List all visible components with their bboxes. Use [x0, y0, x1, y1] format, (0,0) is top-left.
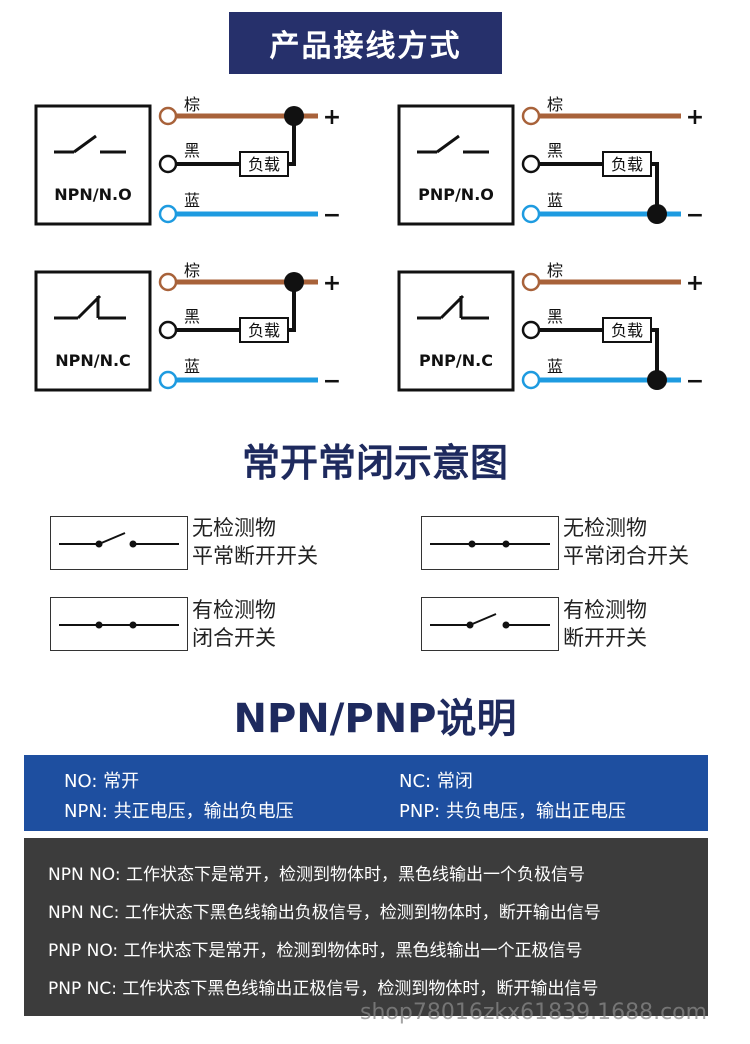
switch-blade — [439, 294, 465, 320]
npn-definition: NPN: 共正电压，输出负电压 — [64, 801, 294, 822]
switch-open-icon — [59, 532, 179, 548]
sensor-box — [397, 270, 515, 392]
plus-sign: + — [323, 271, 341, 296]
load-box — [602, 317, 652, 343]
legend-line1: 无检测物 — [192, 516, 276, 540]
minus-sign: − — [686, 203, 704, 228]
switch-closed-icon — [430, 540, 550, 548]
description-pnp-no: PNP NO: 工作状态下是常开，检测到物体时，黑色线输出一个正极信号 — [48, 941, 583, 961]
blue-label: 蓝 — [547, 357, 563, 376]
switch-closed-icon — [59, 621, 179, 629]
plus-sign: + — [323, 105, 341, 130]
load-label: 负载 — [248, 321, 280, 340]
brown-label: 棕 — [547, 261, 563, 280]
brown-terminal — [158, 106, 178, 126]
junction-dot — [647, 204, 667, 224]
blue-terminal — [521, 370, 541, 390]
diagram-label: PNP/N.C — [419, 351, 493, 370]
section-title-npn-pnp: NPN/PNP说明 — [233, 696, 517, 742]
section-title-wiring: 产品接线方式 — [229, 12, 502, 74]
description-npn-nc: NPN NC: 工作状态下黑色线输出负极信号，检测到物体时，断开输出信号 — [48, 903, 601, 923]
sensor-box — [397, 104, 515, 226]
minus-sign: − — [323, 203, 341, 228]
description-pnp-nc: PNP NC: 工作状态下黑色线输出正极信号，检测到物体时，断开输出信号 — [48, 979, 599, 999]
minus-sign: − — [323, 369, 341, 394]
blue-label: 蓝 — [184, 191, 200, 210]
blue-terminal — [521, 204, 541, 224]
diagram-label: PNP/N.O — [418, 185, 494, 204]
junction-dot — [647, 370, 667, 390]
black-terminal — [158, 320, 178, 340]
legend-line1: 有检测物 — [192, 598, 276, 622]
load-connection — [288, 282, 296, 332]
black-label: 黑 — [547, 141, 563, 160]
load-box — [239, 151, 289, 177]
legend-line1: 有检测物 — [563, 598, 647, 622]
diagram-label: NPN/N.C — [55, 351, 131, 370]
legend-symbol-open-1 — [50, 516, 188, 570]
legend-symbol-closed-3 — [50, 597, 188, 651]
load-label: 负载 — [248, 155, 280, 174]
black-label: 黑 — [547, 307, 563, 326]
legend-line2: 平常断开开关 — [192, 544, 318, 568]
legend-symbol-closed-2 — [421, 516, 559, 570]
legend-symbol-open-4 — [421, 597, 559, 651]
load-connection — [651, 162, 659, 214]
switch-open-icon — [430, 613, 550, 629]
load-box — [602, 151, 652, 177]
wiring-pnp-nc: PNP/N.C 棕黑蓝 负载 + − — [397, 261, 704, 394]
wiring-pnp-no: PNP/N.O 棕黑蓝 负载 + − — [397, 95, 704, 228]
load-connection — [288, 116, 296, 166]
black-terminal — [521, 320, 541, 340]
black-terminal — [158, 154, 178, 174]
description-npn-no: NPN NO: 工作状态下是常开，检测到物体时，黑色线输出一个负极信号 — [48, 865, 586, 885]
junction-dot — [284, 272, 304, 292]
npn-pnp-summary-panel: NO: 常开 NC: 常闭 NPN: 共正电压，输出负电压 PNP: 共负电压，… — [24, 755, 708, 831]
black-terminal — [521, 154, 541, 174]
load-box — [239, 317, 289, 343]
diagram-label: NPN/N.O — [54, 185, 131, 204]
load-connection — [651, 328, 659, 380]
mode-description-panel: NPN NO: 工作状态下是常开，检测到物体时，黑色线输出一个负极信号 NPN … — [24, 838, 708, 1016]
brown-label: 棕 — [184, 95, 200, 114]
legend-line2: 平常闭合开关 — [563, 544, 689, 568]
legend-text-2: 无检测物 平常闭合开关 — [563, 514, 689, 570]
plus-sign: + — [686, 271, 704, 296]
legend-line1: 无检测物 — [563, 516, 647, 540]
switch-blade — [436, 134, 460, 154]
wiring-diagrams: NPN/N.O棕黑蓝负载+−PNP/N.O棕黑蓝负载+−NPN/N.C棕黑蓝负载… — [34, 95, 704, 394]
legend-line2: 断开开关 — [563, 626, 647, 650]
legend-text-4: 有检测物 断开开关 — [563, 596, 647, 652]
load-label: 负载 — [611, 155, 643, 174]
minus-sign: − — [686, 369, 704, 394]
legend-text-1: 无检测物 平常断开开关 — [192, 514, 318, 570]
junction-dot — [284, 106, 304, 126]
brown-terminal — [521, 272, 541, 292]
section-title-legend: 常开常闭示意图 — [241, 441, 508, 485]
sensor-box — [34, 104, 152, 226]
blue-terminal — [158, 204, 178, 224]
brown-terminal — [158, 272, 178, 292]
brown-label: 棕 — [547, 95, 563, 114]
sensor-box — [34, 270, 152, 392]
legend-text-3: 有检测物 闭合开关 — [192, 596, 276, 652]
legend-line2: 闭合开关 — [192, 626, 276, 650]
blue-terminal — [158, 370, 178, 390]
switch-blade — [76, 294, 102, 320]
shop-watermark: shop78016zkx61839.1688.com — [360, 1000, 708, 1025]
black-label: 黑 — [184, 307, 200, 326]
pnp-definition: PNP: 共负电压，输出正电压 — [399, 801, 626, 822]
blue-label: 蓝 — [184, 357, 200, 376]
brown-terminal — [521, 106, 541, 126]
switch-blade — [73, 134, 97, 154]
wiring-npn-nc: NPN/N.C 棕黑蓝 负载 + − — [34, 261, 341, 394]
plus-sign: + — [686, 105, 704, 130]
brown-label: 棕 — [184, 261, 200, 280]
blue-label: 蓝 — [547, 191, 563, 210]
black-label: 黑 — [184, 141, 200, 160]
load-label: 负载 — [611, 321, 643, 340]
no-definition: NO: 常开 — [64, 771, 140, 792]
wiring-npn-no: NPN/N.O 棕黑蓝 负载 + − — [34, 95, 341, 228]
nc-definition: NC: 常闭 — [399, 771, 473, 792]
